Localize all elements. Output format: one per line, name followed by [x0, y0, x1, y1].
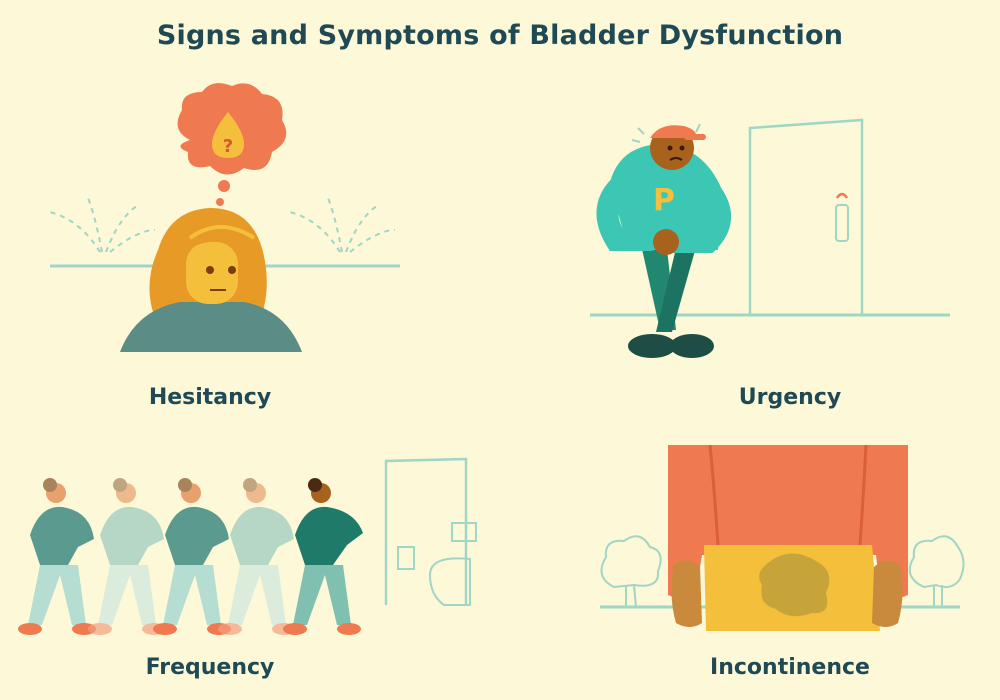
- svg-text:?: ?: [223, 136, 233, 157]
- frequency-label: Frequency: [145, 655, 275, 680]
- incontinence-illustration: [590, 445, 970, 635]
- urgency-illustration: P: [580, 110, 960, 380]
- shirt-letter: P: [653, 183, 675, 218]
- frequency-illustration: [0, 455, 500, 640]
- hesitancy-label: Hesitancy: [148, 385, 272, 410]
- incontinence-label: Incontinence: [710, 655, 870, 680]
- question-drop-icon: ?: [177, 83, 287, 206]
- urgency-label: Urgency: [738, 385, 842, 410]
- page-title: Signs and Symptoms of Bladder Dysfunctio…: [156, 20, 844, 51]
- hesitancy-illustration: ?: [40, 80, 420, 370]
